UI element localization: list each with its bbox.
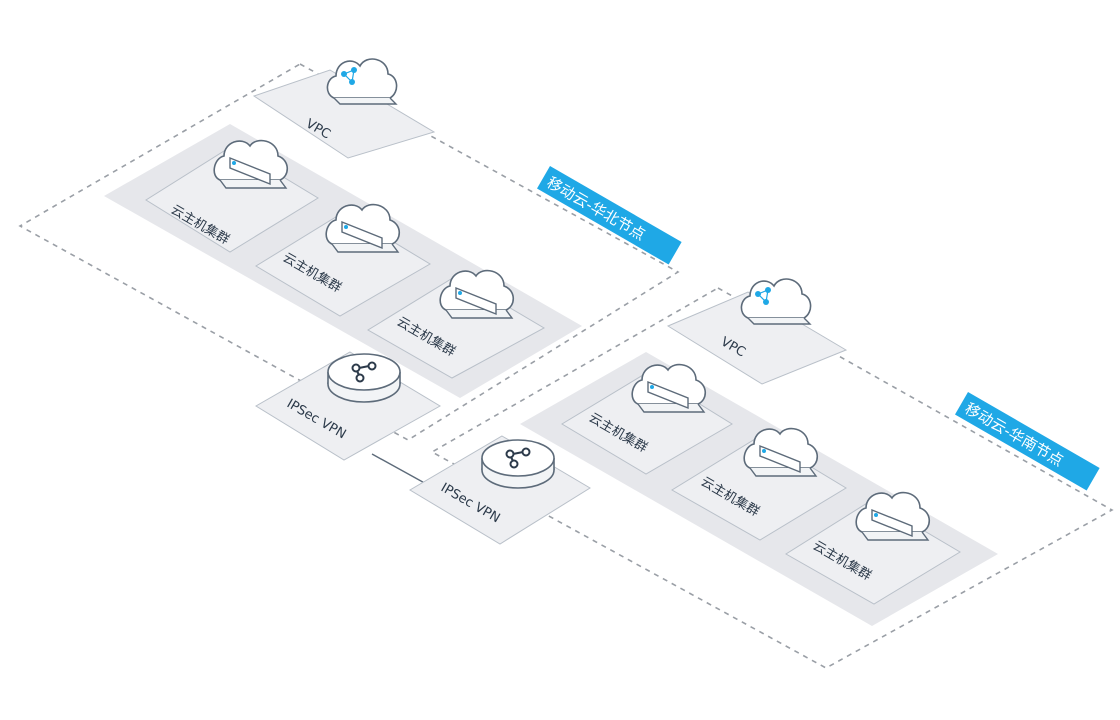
cluster-node[interactable]: 云主机集群 [367,269,546,379]
router-icon [481,439,555,489]
router-icon [327,353,401,403]
cluster-node[interactable]: 云主机集群 [255,203,431,317]
region-south-tag: 移动云-华南节点 [954,392,1100,491]
server-cloud-icon [743,427,819,477]
region-north-boundary [18,63,680,441]
region-south: VPC 云主机集群 云主机集群 [409,278,1114,669]
cluster-node[interactable]: 云主机集群 [671,427,847,541]
vpc-node[interactable]: VPC [666,278,848,385]
region-south-boundary [430,287,1114,669]
region-tag-text: 移动云-华南节点 [962,399,1067,470]
vpc-cloud-icon [326,58,398,105]
vpn-node[interactable]: IPSec VPN [409,435,591,545]
region-tag-text: 移动云-华北节点 [544,173,649,244]
region-north-tag: 移动云-华北节点 [537,166,682,265]
vpc-node[interactable]: VPC [252,58,436,159]
server-cloud-icon [855,491,931,541]
server-cloud-icon [213,139,289,189]
server-cloud-icon [325,203,401,253]
server-cloud-icon [439,269,515,319]
server-cloud-icon [631,363,707,413]
vpc-cloud-icon [740,278,812,325]
vpn-tunnel-link [371,453,431,487]
